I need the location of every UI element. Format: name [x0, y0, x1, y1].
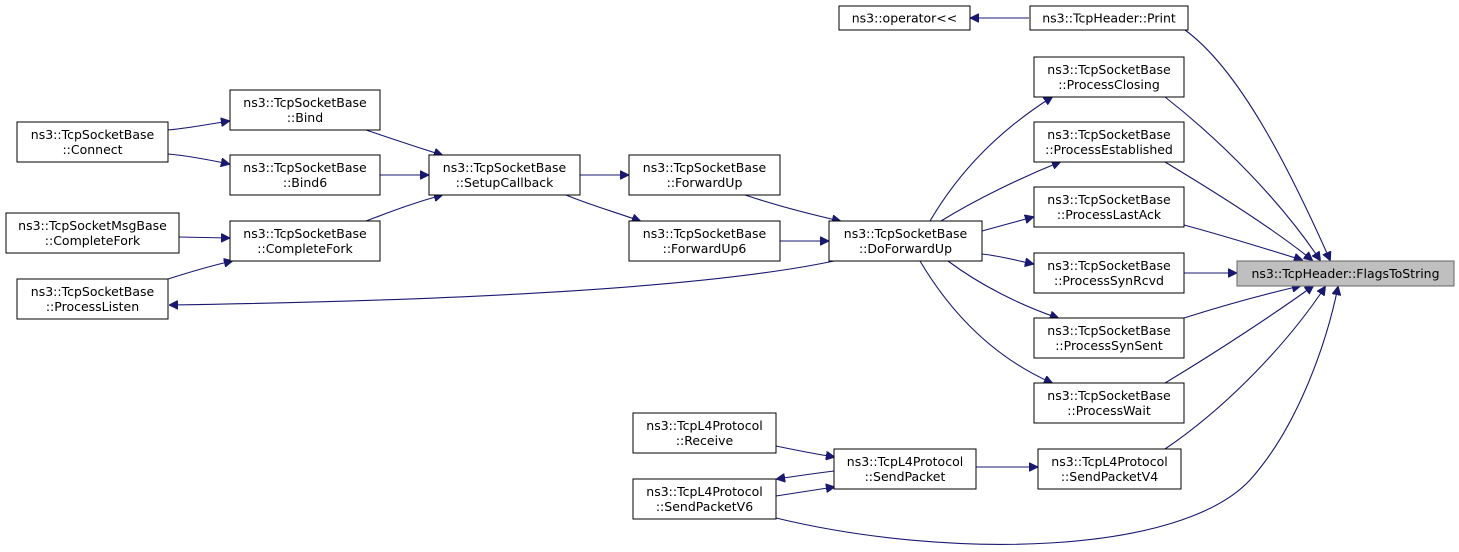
node-synsent-label-1: ::ProcessSynSent	[1055, 338, 1163, 353]
node-sendv4-label-0: ns3::TcpL4Protocol	[1051, 454, 1167, 469]
node-sendpacket-label-0: ns3::TcpL4Protocol	[847, 454, 963, 469]
node-established-label-1: ::ProcessEstablished	[1045, 142, 1173, 157]
edge-doforward-to-wait	[919, 260, 1052, 383]
node-established-label-0: ns3::TcpSocketBase	[1047, 127, 1171, 142]
node-closing[interactable]: ns3::TcpSocketBase::ProcessClosing	[1033, 56, 1185, 98]
edge-receive-to-sendpacket	[775, 445, 834, 457]
edge-doforward-to-synrcvd	[981, 253, 1033, 264]
node-established[interactable]: ns3::TcpSocketBase::ProcessEstablished	[1033, 121, 1185, 163]
node-forwardup[interactable]: ns3::TcpSocketBase::ForwardUp	[628, 154, 781, 196]
node-forwardup6-label-1: ::ForwardUp6	[663, 241, 747, 256]
edge-connect-to-bind	[167, 121, 229, 131]
node-lastack[interactable]: ns3::TcpSocketBase::ProcessLastAck	[1033, 186, 1185, 228]
edge-lastack-to-focus	[1183, 224, 1302, 260]
node-bind[interactable]: ns3::TcpSocketBase::Bind	[229, 89, 381, 131]
node-listen[interactable]: ns3::TcpSocketBase::ProcessListen	[16, 278, 169, 320]
node-sendpacket-label-1: ::SendPacket	[865, 469, 946, 484]
edge-connect-to-bind6	[167, 153, 229, 164]
edge-established-to-focus	[1164, 161, 1312, 260]
node-bind6-label-0: ns3::TcpSocketBase	[243, 160, 367, 175]
edge-sendv6-to-sendpacket	[775, 487, 834, 497]
node-completefork[interactable]: ns3::TcpSocketBase::CompleteFork	[229, 220, 381, 262]
node-sendpacket[interactable]: ns3::TcpL4Protocol::SendPacket	[833, 448, 977, 490]
node-closing-label-1: ::ProcessClosing	[1058, 77, 1160, 92]
edge-completefork-to-setupcb	[365, 195, 442, 222]
edge-msgfork-to-completefork	[178, 237, 229, 238]
edge-synsent-to-focus	[1183, 286, 1300, 319]
node-completefork-label-1: ::CompleteFork	[257, 241, 353, 256]
node-completefork-label-0: ns3::TcpSocketBase	[243, 226, 367, 241]
node-sendv6-label-0: ns3::TcpL4Protocol	[646, 484, 762, 499]
node-setupcb-label-1: ::SetupCallback	[456, 175, 555, 190]
node-sendv4-label-1: ::SendPacketV4	[1061, 469, 1158, 484]
node-synrcvd-label-0: ns3::TcpSocketBase	[1047, 258, 1171, 273]
node-synrcvd[interactable]: ns3::TcpSocketBase::ProcessSynRcvd	[1033, 252, 1185, 294]
node-msgfork-label-1: ::CompleteFork	[45, 233, 141, 248]
edge-sendv4-to-focus	[1164, 287, 1325, 450]
node-bind6-label-1: ::Bind6	[283, 175, 327, 190]
edge-bind-to-setupcb	[365, 129, 442, 155]
edge-sendpacket-to-sendv6	[777, 470, 835, 479]
node-receive-label-1: ::Receive	[676, 433, 734, 448]
node-setupcb-label-0: ns3::TcpSocketBase	[443, 160, 567, 175]
node-print[interactable]: ns3::TcpHeader::Print	[1029, 5, 1189, 31]
node-msgfork[interactable]: ns3::TcpSocketMsgBase::CompleteFork	[5, 212, 180, 254]
node-forwardup-label-1: ::ForwardUp	[667, 175, 743, 190]
node-sendv4[interactable]: ns3::TcpL4Protocol::SendPacketV4	[1037, 448, 1182, 490]
node-listen-label-1: ::ProcessListen	[46, 299, 139, 314]
node-synsent-label-0: ns3::TcpSocketBase	[1047, 323, 1171, 338]
edge-closing-to-focus	[1164, 96, 1320, 260]
edge-doforward-to-established	[940, 162, 1060, 222]
node-wait[interactable]: ns3::TcpSocketBase::ProcessWait	[1033, 382, 1185, 424]
node-bind-label-1: ::Bind	[287, 110, 323, 125]
edge-sendv6-to-focus	[775, 287, 1338, 545]
node-oplt[interactable]: ns3::operator<<	[838, 5, 971, 31]
node-setupcb[interactable]: ns3::TcpSocketBase::SetupCallback	[428, 154, 581, 196]
node-sendv6-label-1: ::SendPacketV6	[656, 499, 753, 514]
node-wait-label-1: ::ProcessWait	[1067, 403, 1151, 418]
node-forwardup-label-0: ns3::TcpSocketBase	[643, 160, 767, 175]
edge-listen-to-completefork	[167, 261, 232, 280]
node-synsent[interactable]: ns3::TcpSocketBase::ProcessSynSent	[1033, 317, 1185, 359]
node-forwardup6-label-0: ns3::TcpSocketBase	[643, 226, 767, 241]
node-listen-label-0: ns3::TcpSocketBase	[31, 284, 155, 299]
edge-doforward-to-lastack	[981, 217, 1033, 232]
edge-doforward-to-synsent	[947, 260, 1058, 318]
edge-wait-to-focus	[1164, 286, 1313, 384]
node-print-label-0: ns3::TcpHeader::Print	[1042, 11, 1176, 26]
node-oplt-label-0: ns3::operator<<	[852, 11, 958, 26]
edge-doforward-to-listen	[170, 260, 835, 305]
node-connect[interactable]: ns3::TcpSocketBase::Connect	[16, 121, 169, 163]
node-wait-label-0: ns3::TcpSocketBase	[1047, 388, 1171, 403]
node-synrcvd-label-1: ::ProcessSynRcvd	[1054, 273, 1164, 288]
edge-forwardup-to-doforward	[744, 194, 840, 221]
edge-setupcb-to-forwardup6	[565, 194, 640, 221]
node-focus[interactable]: ns3::TcpHeader::FlagsToString	[1236, 260, 1455, 287]
edge-print-to-focus	[1184, 29, 1330, 260]
node-connect-label-1: ::Connect	[62, 142, 122, 157]
node-lastack-label-0: ns3::TcpSocketBase	[1047, 192, 1171, 207]
node-closing-label-0: ns3::TcpSocketBase	[1047, 62, 1171, 77]
node-doforward[interactable]: ns3::TcpSocketBase::DoForwardUp	[828, 220, 983, 262]
node-bind-label-0: ns3::TcpSocketBase	[243, 95, 367, 110]
node-focus-label: ns3::TcpHeader::FlagsToString	[1251, 266, 1439, 281]
node-doforward-label-1: ::DoForwardUp	[859, 241, 952, 256]
node-receive[interactable]: ns3::TcpL4Protocol::Receive	[632, 412, 777, 454]
node-lastack-label-1: ::ProcessLastAck	[1057, 207, 1162, 222]
edge-doforward-to-closing	[929, 97, 1052, 222]
node-forwardup6[interactable]: ns3::TcpSocketBase::ForwardUp6	[628, 220, 781, 262]
node-doforward-label-0: ns3::TcpSocketBase	[844, 226, 968, 241]
node-receive-label-0: ns3::TcpL4Protocol	[646, 418, 762, 433]
node-connect-label-0: ns3::TcpSocketBase	[31, 127, 155, 142]
node-msgfork-label-0: ns3::TcpSocketMsgBase	[18, 218, 167, 233]
node-sendv6[interactable]: ns3::TcpL4Protocol::SendPacketV6	[632, 478, 777, 520]
node-bind6[interactable]: ns3::TcpSocketBase::Bind6	[229, 154, 381, 196]
